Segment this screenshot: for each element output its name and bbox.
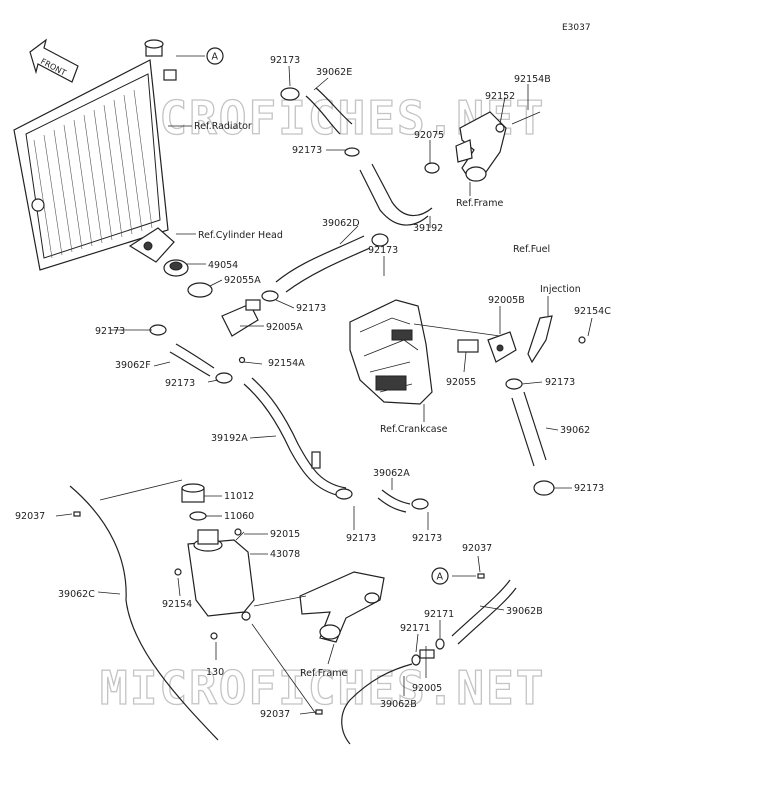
water-outlet-92005B — [487, 331, 517, 363]
label-92005A: 92005A — [266, 322, 303, 333]
label-11012: 11012 — [224, 491, 254, 502]
label-ref-crankcase: Ref.Crankcase — [380, 424, 448, 435]
o-ring-92055A — [187, 282, 213, 298]
pipe-39192A-nipple — [311, 451, 321, 469]
crankcase — [349, 299, 433, 405]
radiator — [13, 39, 177, 271]
label-49054: 49054 — [208, 260, 238, 271]
hose-39062E — [305, 87, 353, 135]
reservoir-gasket — [189, 511, 207, 521]
connector-a-label-top: A — [212, 52, 219, 63]
pipe-39192 — [359, 163, 433, 226]
hose-39062A — [377, 489, 411, 513]
hose-39062D — [275, 235, 371, 293]
label-39062: 39062 — [560, 425, 590, 436]
hose-39062B-lower — [341, 663, 413, 745]
label-ref-cylinder-head: Ref.Cylinder Head — [198, 230, 283, 241]
connector-a-marker-top — [206, 47, 224, 65]
hose-39062 — [511, 391, 547, 467]
label-39062E: 39062E — [316, 67, 352, 78]
part-labels: 92173 39062E 92154B 92152 Ref.Radiator 9… — [15, 55, 611, 720]
label-130: 130 — [206, 667, 224, 678]
label-39062A: 39062A — [373, 468, 410, 479]
label-92154B: 92154B — [514, 74, 551, 85]
label-92005: 92005 — [412, 683, 442, 694]
label-92173: 92173 — [368, 245, 398, 256]
gasket-92055 — [457, 339, 479, 353]
hose-39062B-upper — [451, 579, 517, 645]
label-92154: 92154 — [162, 599, 192, 610]
label-92173: 92173 — [95, 326, 125, 337]
front-arrow-badge: FRONT — [29, 38, 79, 83]
thermostat-housing-upper — [128, 227, 175, 263]
label-39062D: 39062D — [322, 218, 360, 229]
watermark-bottom: MICROFICHES.NET — [100, 661, 545, 715]
label-92005B: 92005B — [488, 295, 525, 306]
label-39062B: 39062B — [380, 699, 417, 710]
frame-bracket-top — [455, 111, 507, 182]
label-92173: 92173 — [296, 303, 326, 314]
bolts-and-clips — [73, 111, 586, 715]
label-92055: 92055 — [446, 377, 476, 388]
label-92173: 92173 — [270, 55, 300, 66]
thermostat-housing-lower — [221, 299, 261, 337]
callout-leader-lines — [55, 55, 593, 715]
label-39192A: 39192A — [211, 433, 248, 444]
label-92037: 92037 — [15, 511, 45, 522]
label-11060: 11060 — [224, 511, 254, 522]
label-92173: 92173 — [292, 145, 322, 156]
label-92171: 92171 — [424, 609, 454, 620]
hose-39062C — [69, 485, 219, 741]
label-92173: 92173 — [412, 533, 442, 544]
label-39062C: 39062C — [58, 589, 95, 600]
label-92171: 92171 — [400, 623, 430, 634]
label-92173: 92173 — [165, 378, 195, 389]
label-ref-radiator: Ref.Radiator — [194, 121, 252, 132]
label-injection: Injection — [540, 284, 581, 295]
reservoir-tank — [187, 529, 255, 617]
label-92015: 92015 — [270, 529, 300, 540]
label-39192: 39192 — [413, 223, 443, 234]
label-92037: 92037 — [462, 543, 492, 554]
thermostat — [163, 259, 189, 277]
pipe-39192A — [243, 377, 347, 497]
fitting-92005 — [419, 646, 435, 664]
reservoir-cap — [181, 483, 205, 503]
label-ref-frame-top: Ref.Frame — [456, 198, 503, 209]
label-39062B: 39062B — [506, 606, 543, 617]
label-ref-fuel: Ref.Fuel — [513, 244, 550, 255]
hose-39062F — [169, 343, 215, 377]
label-92037: 92037 — [260, 709, 290, 720]
label-92173: 92173 — [545, 377, 575, 388]
label-92173: 92173 — [574, 483, 604, 494]
label-39062F: 39062F — [115, 360, 151, 371]
label-92055A: 92055A — [224, 275, 261, 286]
fuel-injection-bracket — [527, 315, 553, 364]
connector-a-marker-bottom — [431, 567, 449, 585]
diagram-code: E3037 — [562, 23, 591, 33]
connector-a-label-bottom: A — [437, 572, 444, 583]
label-ref-frame-bottom: Ref.Frame — [300, 668, 347, 679]
label-92075: 92075 — [414, 130, 444, 141]
label-92154A: 92154A — [268, 358, 305, 369]
label-92152: 92152 — [485, 91, 515, 102]
label-92154C: 92154C — [574, 306, 611, 317]
label-92173: 92173 — [346, 533, 376, 544]
label-43078: 43078 — [270, 549, 300, 560]
frame-lower — [299, 571, 385, 643]
